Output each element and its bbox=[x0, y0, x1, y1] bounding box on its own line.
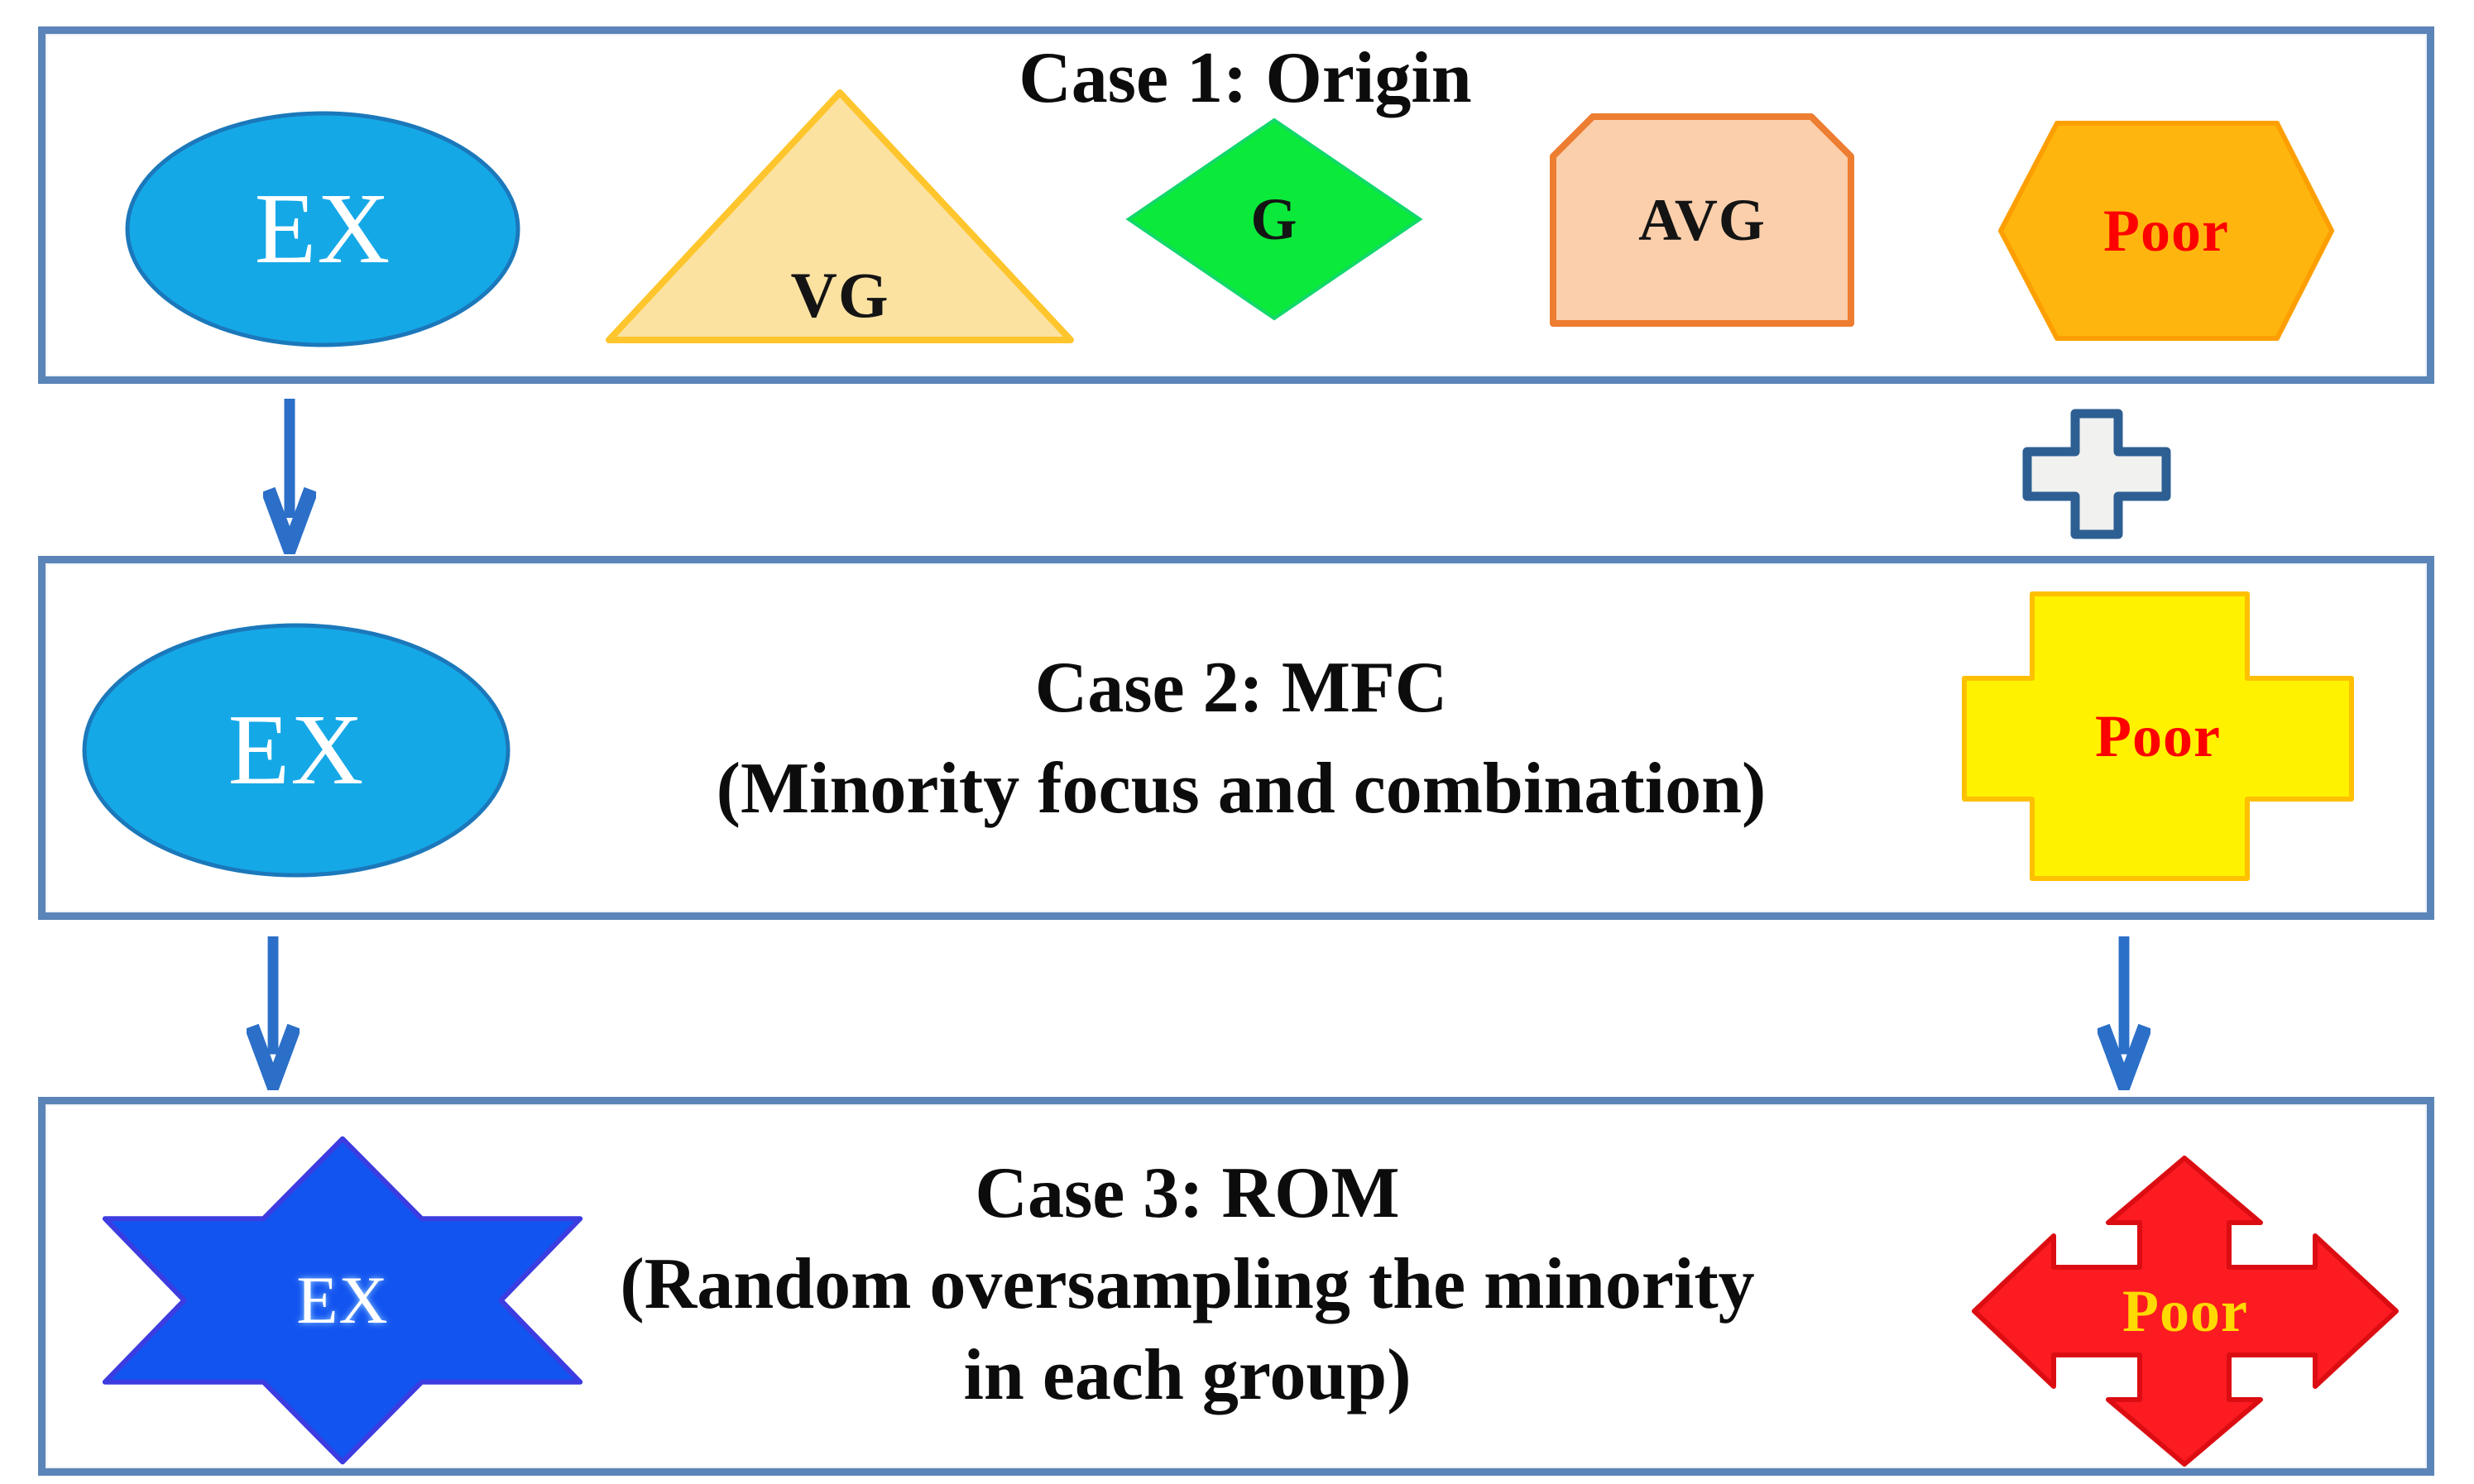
ellipse-shape-icon bbox=[125, 111, 520, 347]
six-point-star-shape-icon bbox=[102, 1136, 583, 1465]
poor-hexagon-case1: Poor bbox=[1997, 118, 2335, 343]
hexagon-shape-icon bbox=[1998, 121, 2334, 341]
down-arrow-case2-to-case3-right bbox=[2095, 931, 2153, 1105]
ex-label: EX bbox=[228, 694, 365, 806]
plus-cross-shape-icon bbox=[1962, 591, 2354, 881]
ex-ellipse-case2: EX bbox=[81, 622, 511, 878]
ex-label: EX bbox=[254, 173, 391, 285]
down-arrow-icon bbox=[244, 936, 302, 1105]
case1-title-text: Case 1: Origin bbox=[1019, 38, 1472, 118]
down-arrow-icon bbox=[2095, 936, 2153, 1105]
case3-title-text: Case 3: ROM bbox=[975, 1153, 1400, 1233]
g-label: G bbox=[1250, 185, 1298, 252]
case3-subtitle-line1: (Random oversampling the minority bbox=[620, 1244, 1755, 1324]
diamond-shape-icon bbox=[1125, 117, 1423, 321]
avg-label: AVG bbox=[1638, 186, 1766, 253]
plus-cross-icon bbox=[2022, 409, 2171, 539]
case1-title: Case 1: Origin bbox=[832, 33, 1659, 124]
poor-cross-case2: Poor bbox=[1961, 591, 2355, 882]
vg-label: VG bbox=[790, 259, 889, 331]
poor-label: Poor bbox=[2095, 702, 2221, 769]
poor-four-way-arrow-case3: Poor bbox=[1969, 1155, 2401, 1467]
poor-label: Poor bbox=[2122, 1277, 2248, 1344]
ellipse-shape-icon bbox=[82, 623, 511, 878]
case3-title: Case 3: ROM (Random oversampling the min… bbox=[608, 1148, 1767, 1421]
clipped-rectangle-shape-icon bbox=[1550, 113, 1854, 327]
avg-plaque-case1: AVG bbox=[1550, 113, 1854, 327]
ex-ellipse-case1: EX bbox=[124, 110, 521, 348]
ex-star-case3: EX bbox=[66, 1135, 619, 1466]
poor-label: Poor bbox=[2103, 197, 2229, 264]
case2-title-text: Case 2: MFC bbox=[1034, 648, 1448, 728]
down-arrow-case2-to-case3-left bbox=[244, 931, 302, 1105]
ex-label: EX bbox=[296, 1262, 389, 1338]
down-arrow-icon bbox=[261, 399, 319, 569]
four-way-arrow-shape-icon bbox=[1972, 1156, 2399, 1467]
vg-triangle-case1: VG bbox=[602, 86, 1077, 346]
case3-subtitle-line2: in each group) bbox=[963, 1335, 1412, 1415]
case2-subtitle-text: (Minority focus and combination) bbox=[716, 749, 1767, 829]
plus-icon bbox=[2022, 409, 2171, 539]
g-diamond-case1: G bbox=[1125, 117, 1423, 322]
down-arrow-case1-to-case2 bbox=[261, 394, 319, 569]
triangle-shape-icon bbox=[606, 89, 1074, 343]
case2-title: Case 2: MFC (Minority focus and combinat… bbox=[662, 638, 1820, 840]
